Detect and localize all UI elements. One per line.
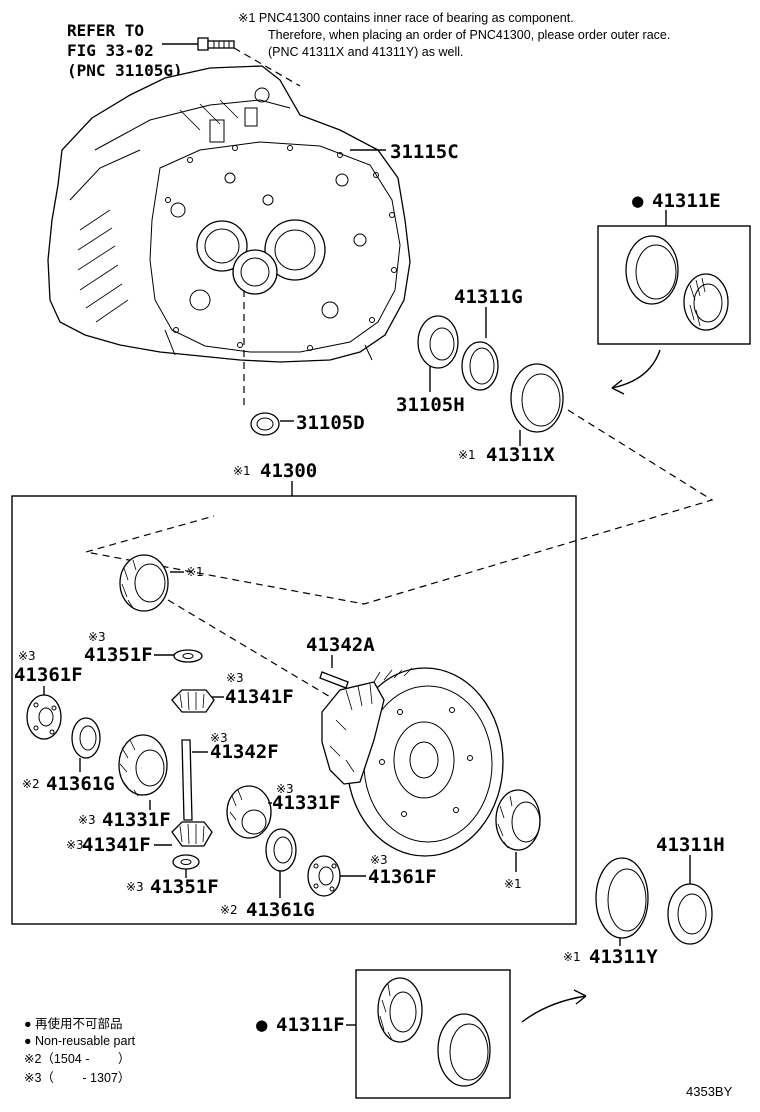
- label-31115c: 31115C: [390, 141, 459, 163]
- dash-outer-race-path: [85, 409, 714, 605]
- label-41341f-top: 41341F: [225, 686, 294, 708]
- arrow-head-41311e: [611, 379, 625, 395]
- side-gear-41331f-left-drawing: [118, 734, 168, 797]
- label-41331f-left: 41331F: [102, 809, 171, 831]
- inner-race-bearing-left-drawing: [119, 554, 169, 612]
- label-41331f-right: 41331F: [272, 792, 341, 814]
- label-41342f: 41342F: [210, 741, 279, 763]
- plate-41361f-left-drawing: [26, 694, 62, 740]
- pinion-gear-41341f-bottom-drawing: [171, 821, 213, 847]
- washer-41361g-left-drawing: [71, 717, 101, 759]
- arrow-41311f: [521, 995, 587, 1023]
- arrow-41311e: [611, 349, 661, 389]
- inner-race-bearing-right-drawing: [495, 789, 541, 851]
- mark-41311y: ※1: [563, 950, 581, 964]
- legend-r2: ※2（1504 - ）: [24, 1052, 130, 1066]
- dot-41311f: ●: [256, 1014, 268, 1036]
- legend-r3: ※3（ - 1307）: [24, 1071, 130, 1085]
- mark3-41331f-left: ※3: [78, 813, 96, 827]
- label-41311e: 41311E: [652, 190, 721, 212]
- mark3-41341f-bottom: ※3: [66, 838, 84, 852]
- kit-box-41311e: [597, 225, 751, 345]
- refer-line-2: FIG 33-02: [67, 41, 154, 60]
- dash-inner-race: [167, 599, 333, 699]
- label-41311h: 41311H: [656, 834, 725, 856]
- dot-41311e: ●: [632, 190, 644, 212]
- mark3-41341f-top: ※3: [226, 671, 244, 685]
- bearing-kit-41311e-drawing: [625, 235, 729, 331]
- mark3-41361f-right: ※3: [370, 853, 388, 867]
- mark3-41351f-bottom: ※3: [126, 880, 144, 894]
- washer-41361g-bottom-drawing: [265, 828, 297, 872]
- shaft-41342f-drawing: [181, 739, 193, 821]
- legend-jp: ● 再使用不可部品: [24, 1016, 123, 1031]
- refer-line-3: (PNC 31105G): [67, 61, 183, 80]
- label-41341f-bottom: 41341F: [82, 834, 151, 856]
- mark1-left: ※1: [186, 565, 204, 579]
- mark2-41361g-left: ※2: [22, 777, 40, 791]
- label-31105h: 31105H: [396, 394, 465, 416]
- oil-seal-31105d-drawing: [250, 412, 280, 436]
- label-41311y: 41311Y: [589, 946, 658, 968]
- label-41311x: 41311X: [486, 444, 555, 466]
- mark-41300: ※1: [233, 464, 251, 478]
- outer-race-41311y-drawing: [595, 857, 649, 939]
- note-line-1: ※1 PNC41300 contains inner race of beari…: [238, 11, 574, 25]
- label-41300: 41300: [260, 460, 317, 482]
- mark-41311x: ※1: [458, 448, 476, 462]
- mark3-41361f-left: ※3: [18, 649, 36, 663]
- pinion-gear-41341f-top-drawing: [171, 689, 215, 713]
- differential-case-ring-gear-drawing: [321, 667, 504, 857]
- label-41361g-bottom: 41361G: [246, 899, 315, 921]
- pin-41342a-drawing: [319, 671, 349, 689]
- label-41311g: 41311G: [454, 286, 523, 308]
- assembly-box-41300: [11, 495, 577, 925]
- bearing-31105h-drawing: [417, 315, 459, 369]
- shim-41311h-drawing: [667, 883, 713, 945]
- label-41311f: 41311F: [276, 1014, 345, 1036]
- label-41351f-top: 41351F: [84, 644, 153, 666]
- side-gear-41331f-right-drawing: [226, 785, 272, 839]
- mark3-41331f-right: ※3: [276, 782, 294, 796]
- note-line-3: (PNC 41311X and 41311Y) as well.: [268, 45, 463, 59]
- label-41342a: 41342A: [306, 634, 375, 656]
- outer-race-41311x-drawing: [510, 363, 564, 433]
- mark3-41342f: ※3: [210, 731, 228, 745]
- bolt-31105g-drawing: [162, 37, 301, 87]
- label-41361f-left: 41361F: [14, 664, 83, 686]
- transmission-case-31115c-drawing: [47, 65, 411, 363]
- washer-41351f-bottom-drawing: [172, 854, 200, 870]
- label-41361f-right: 41361F: [368, 866, 437, 888]
- label-31105d: 31105D: [296, 412, 365, 434]
- shim-41311g-drawing: [461, 341, 499, 391]
- mark2-41361g-bottom: ※2: [220, 903, 238, 917]
- mark3-41351f-top: ※3: [88, 630, 106, 644]
- label-41351f-bottom: 41351F: [150, 876, 219, 898]
- mark1-right: ※1: [504, 877, 522, 891]
- figure-code: 4353BY: [686, 1084, 733, 1099]
- arrow-head-41311f: [573, 989, 587, 1005]
- washer-41351f-top-drawing: [173, 649, 203, 663]
- label-41361g-left: 41361G: [46, 773, 115, 795]
- legend-en: ● Non-reusable part: [24, 1034, 136, 1048]
- bearing-kit-41311f-drawing: [377, 977, 491, 1087]
- refer-line-1: REFER TO: [67, 21, 144, 40]
- plate-41361f-right-drawing: [307, 855, 341, 897]
- kit-box-41311f: [355, 969, 511, 1099]
- note-line-2: Therefore, when placing an order of PNC4…: [268, 28, 670, 42]
